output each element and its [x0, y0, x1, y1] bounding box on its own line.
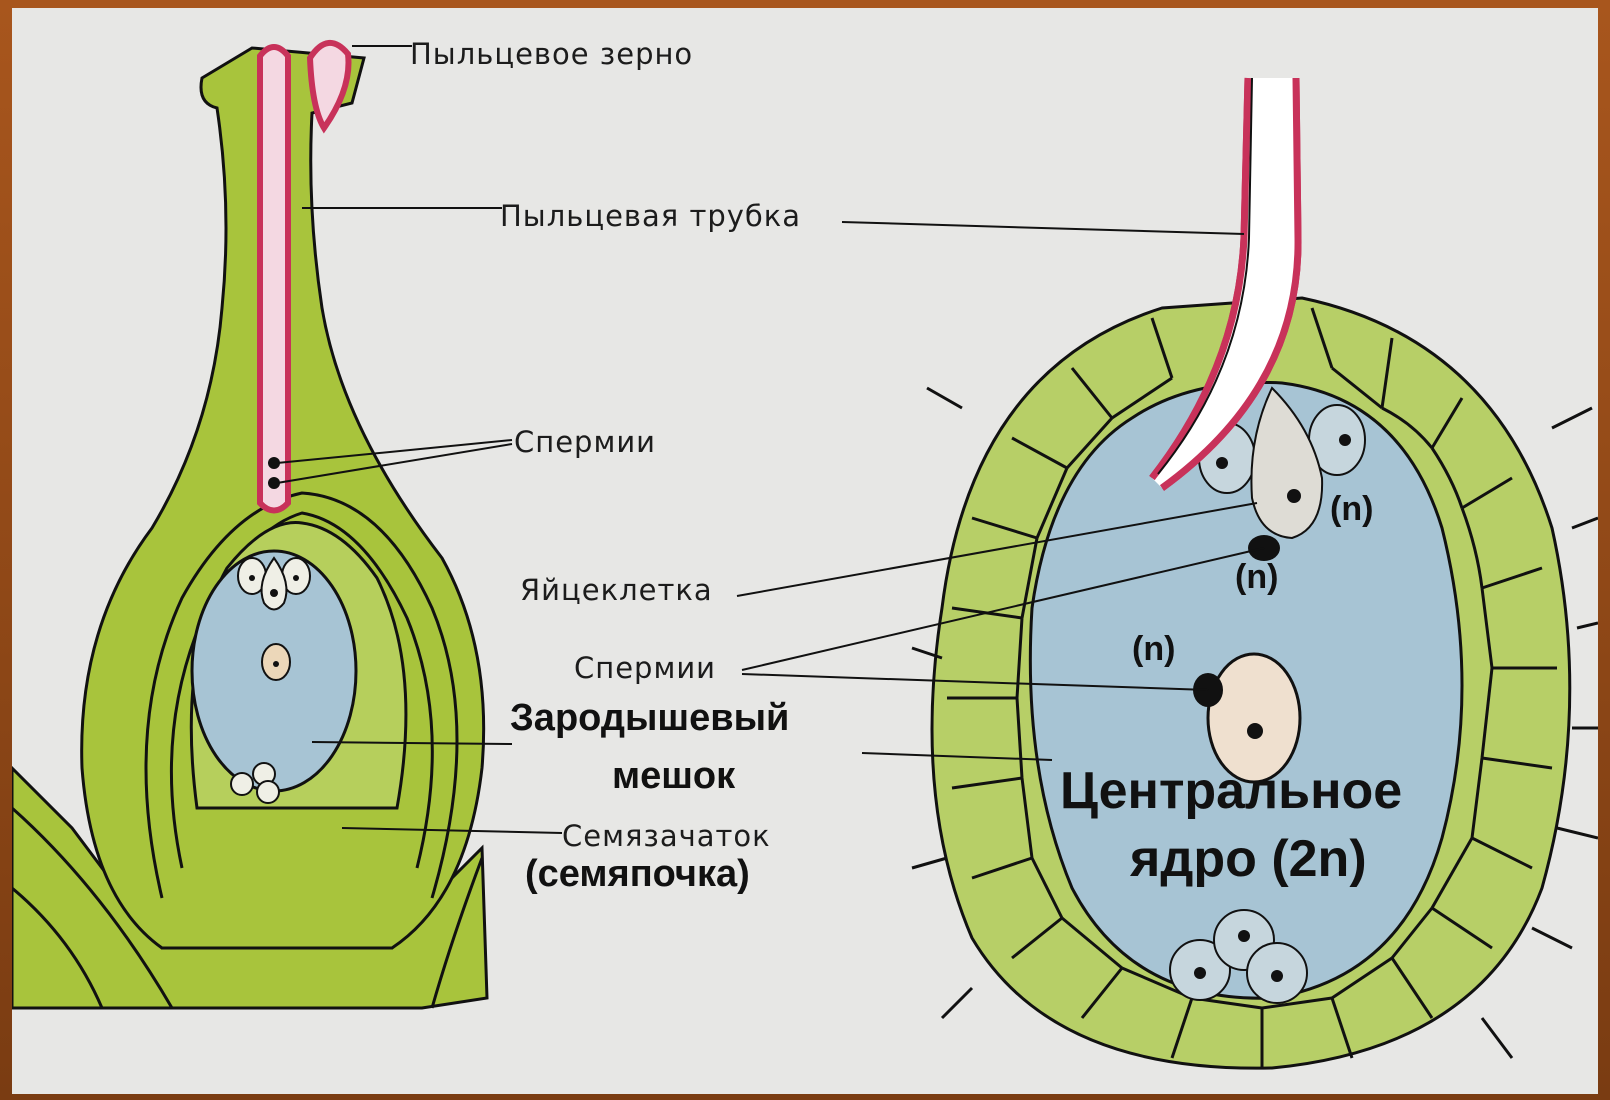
double-fertilization-diagram: Пыльцевое зерно Пыльцевая трубка Спермии… [12, 8, 1598, 1094]
label-central-nucleus-2: ядро (2n) [1129, 830, 1367, 888]
label-sperm-bottom: Спермии [574, 651, 716, 685]
label-ovule-2: (семяпочка) [525, 853, 750, 895]
pollen-tube-left [260, 47, 288, 511]
label-embryo-sac-2: мешок [612, 755, 736, 797]
pistil [12, 43, 487, 1008]
label-ovule-1: Семязачаток [562, 819, 771, 853]
label-sperm-top: Спермии [514, 425, 656, 459]
label-ploidy-sperm-2: (n) [1132, 630, 1175, 668]
label-embryo-sac-1: Зародышевый [510, 697, 789, 739]
label-egg-cell: Яйцеклетка [520, 573, 713, 607]
pollen-grain [310, 43, 349, 128]
label-ploidy-sperm-1: (n) [1235, 558, 1278, 596]
label-ploidy-egg: (n) [1330, 490, 1373, 528]
diagram-panel: Пыльцевое зерно Пыльцевая трубка Спермии… [12, 8, 1598, 1094]
label-pollen-grain: Пыльцевое зерно [410, 37, 693, 71]
label-central-nucleus-1: Центральное [1060, 762, 1402, 820]
label-pollen-tube: Пыльцевая трубка [500, 199, 801, 233]
